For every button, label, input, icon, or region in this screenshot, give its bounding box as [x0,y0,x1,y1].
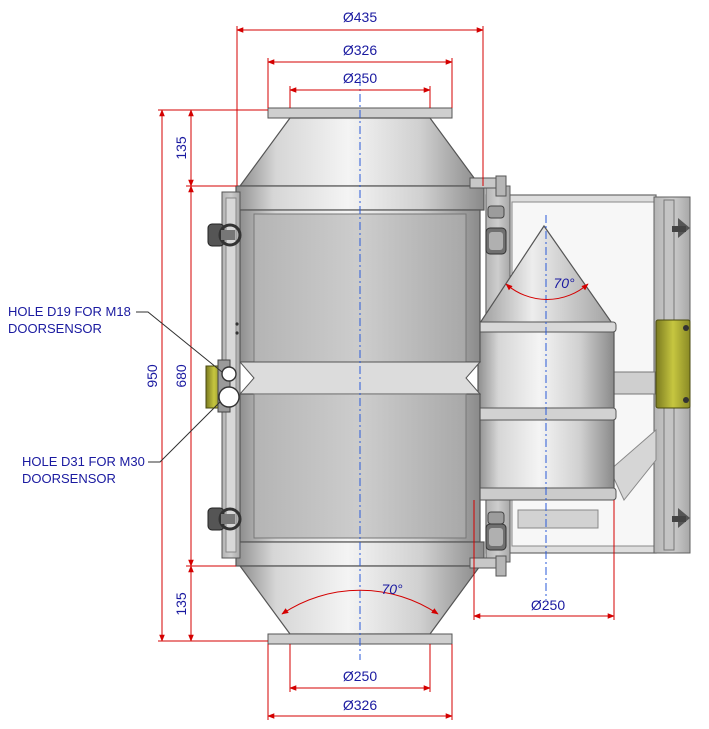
door-latch-bottom[interactable] [207,507,242,531]
dim-top-flange-label: Ø326 [343,42,377,58]
dim-door-height-label: 680 [173,364,189,388]
dim-bottom-cone-angle-label: 70° [381,581,403,597]
dim-top-inlet: Ø250 [289,70,431,93]
dim-top-flange: Ø326 [267,42,453,65]
note-hole-m18: HOLE D19 FOR M18 DOORSENSOR [8,304,223,373]
dim-lower-cone: 135 [173,565,194,642]
side-housing-latch-bottom[interactable] [485,511,507,551]
extension-lines-top [236,26,484,186]
side-sensor-box [655,319,691,409]
note-hole-m30-line2: DOORSENSOR [22,471,116,486]
connection-ears [469,175,507,577]
dim-upper-cone-label: 135 [173,136,189,160]
note-hole-m30-line1: HOLE D31 FOR M30 [22,454,145,469]
hole-m30-sensor [218,386,240,408]
dim-bottom-inlet: Ø250 [289,668,431,691]
dim-bottom-flange-label: Ø326 [343,697,377,713]
side-housing-clamp-bottom [672,508,690,528]
door-latch-top[interactable] [207,223,242,247]
note-hole-m18-line1: HOLE D19 FOR M18 [8,304,131,319]
dim-overall-height-label: 950 [144,364,160,388]
dim-overall-height: 950 [144,109,165,642]
dim-bottom-cone-angle: 70° [281,581,439,615]
side-housing-latch-top[interactable] [485,205,507,255]
dim-top-overall: Ø435 [236,9,484,33]
dim-side-outlet: Ø250 [473,500,615,620]
dim-side-cone-angle-label: 70° [553,275,575,291]
extension-lines-bottom [267,644,453,720]
dim-side-cone-angle: 70° [505,275,589,300]
dim-bottom-inlet-label: Ø250 [343,668,377,684]
note-hole-m30: HOLE D31 FOR M30 DOORSENSOR [22,401,221,486]
side-housing-clamp-top [672,218,690,238]
dim-door-height: 680 [173,185,194,567]
dim-bottom-flange: Ø326 [267,697,453,719]
dim-upper-cone: 135 [173,109,194,187]
extension-lines-left [158,109,268,642]
dim-lower-cone-label: 135 [173,592,189,616]
hole-m18-sensor [221,366,237,382]
dim-top-inlet-label: Ø250 [343,70,377,86]
dim-top-overall-label: Ø435 [343,9,377,25]
dim-side-outlet-label: Ø250 [531,597,565,613]
note-hole-m18-line2: DOORSENSOR [8,321,102,336]
